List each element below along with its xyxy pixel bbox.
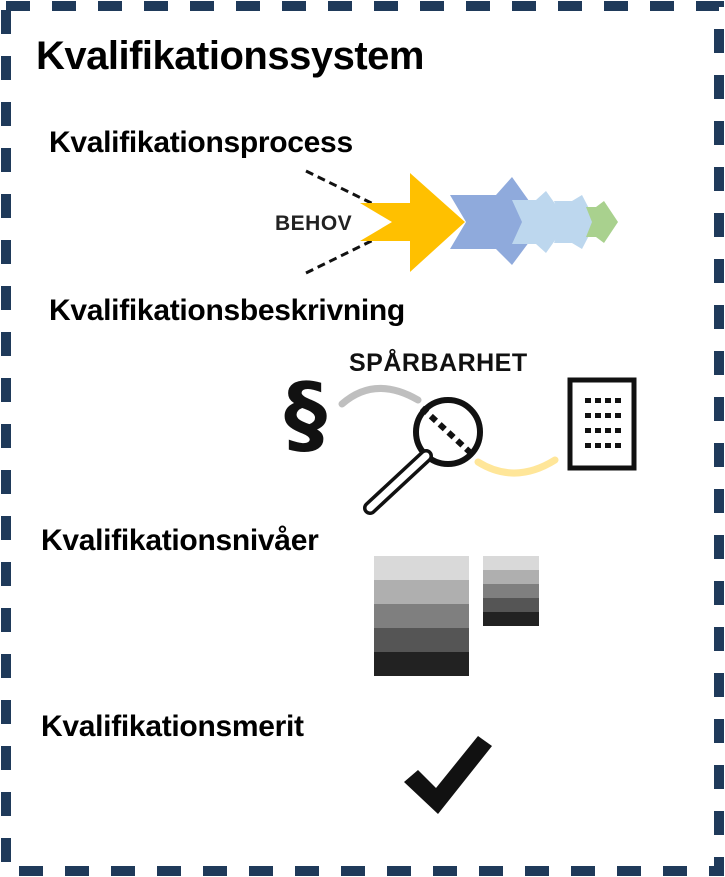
checkmark-icon: [404, 736, 492, 814]
levels-stack-icon: [374, 556, 539, 676]
page-title: Kvalifikationssystem: [36, 34, 424, 78]
process-arrows-icon: [305, 169, 618, 275]
document-icon: [567, 377, 637, 471]
traceability-label: SPÅRBARHET: [349, 349, 528, 377]
needs-label: BEHOV: [275, 212, 353, 235]
magnifier-icon: [363, 397, 483, 515]
traceability-icon: [338, 377, 637, 515]
section-heading-process: Kvalifikationsprocess: [49, 126, 353, 159]
section-heading-description: Kvalifikationsbeskrivning: [49, 294, 405, 327]
section-sign-icon: §: [284, 365, 327, 465]
section-heading-merit: Kvalifikationsmerit: [41, 710, 304, 743]
section-heading-levels: Kvalifikationsnivåer: [41, 524, 319, 557]
